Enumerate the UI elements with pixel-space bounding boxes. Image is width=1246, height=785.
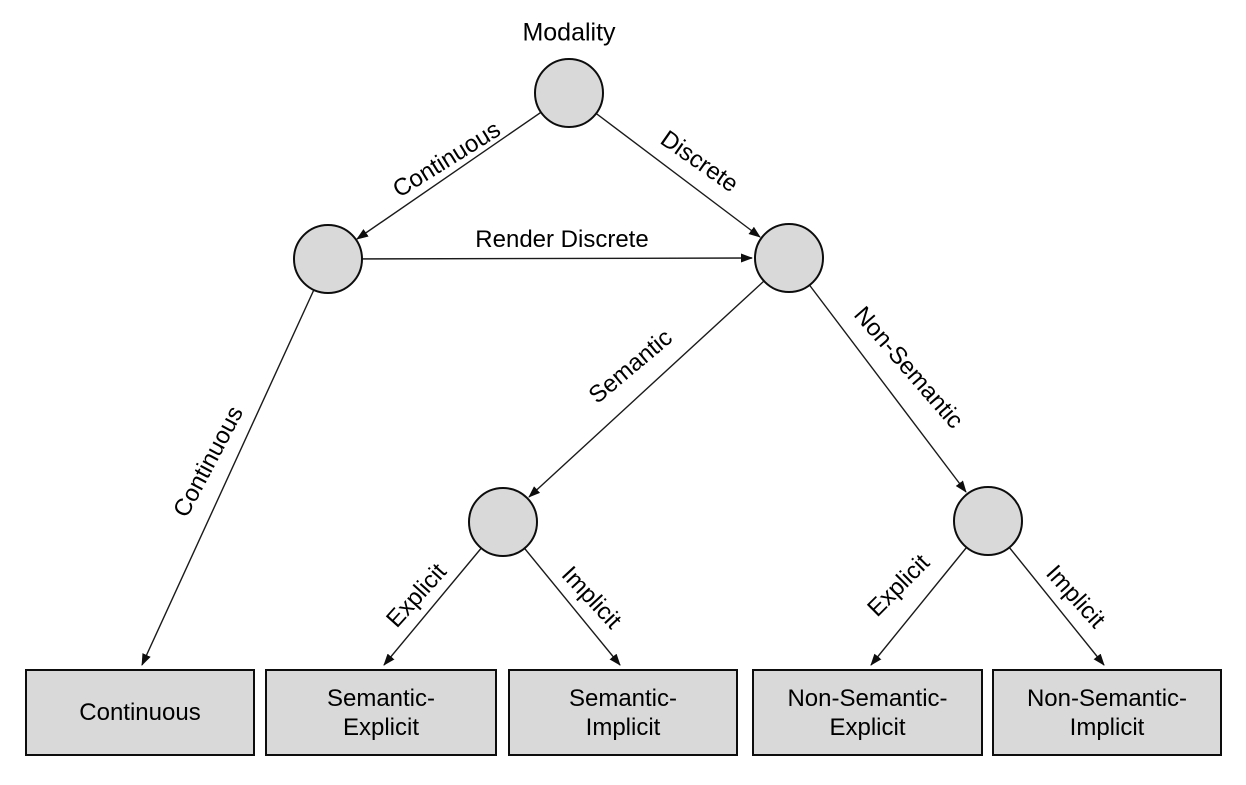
node-semantic-branch — [468, 487, 538, 557]
edge-continuous-left — [141, 258, 329, 666]
leaf-non-semantic-implicit: Non-Semantic- Implicit — [992, 669, 1222, 756]
leaf-non-semantic-explicit: Non-Semantic- Explicit — [752, 669, 983, 756]
edge-continuous-top — [356, 92, 570, 240]
edge-discrete — [568, 92, 761, 238]
node-discrete-branch — [754, 223, 824, 293]
leaf-continuous-label: Continuous — [79, 699, 201, 726]
leaf-semantic-implicit: Semantic- Implicit — [508, 669, 738, 756]
edge-semantic — [528, 257, 790, 498]
leaf-non-semantic-explicit-label: Non-Semantic- Explicit — [787, 684, 948, 741]
edge-non-semantic — [788, 257, 967, 493]
leaf-semantic-implicit-label: Semantic- Implicit — [568, 684, 678, 741]
root-node-label: Modality — [522, 18, 616, 47]
node-non-semantic-branch — [953, 486, 1023, 556]
leaf-non-semantic-implicit-label: Non-Semantic- Implicit — [1026, 684, 1188, 741]
leaf-continuous: Continuous — [25, 669, 255, 756]
leaf-semantic-explicit: Semantic- Explicit — [265, 669, 497, 756]
edge-render-discrete — [327, 253, 753, 263]
edge-label-render-discrete: Render Discrete — [475, 226, 649, 253]
leaf-semantic-explicit-label: Semantic- Explicit — [326, 684, 436, 741]
node-modality — [534, 58, 604, 128]
node-continuous-branch — [293, 224, 363, 294]
